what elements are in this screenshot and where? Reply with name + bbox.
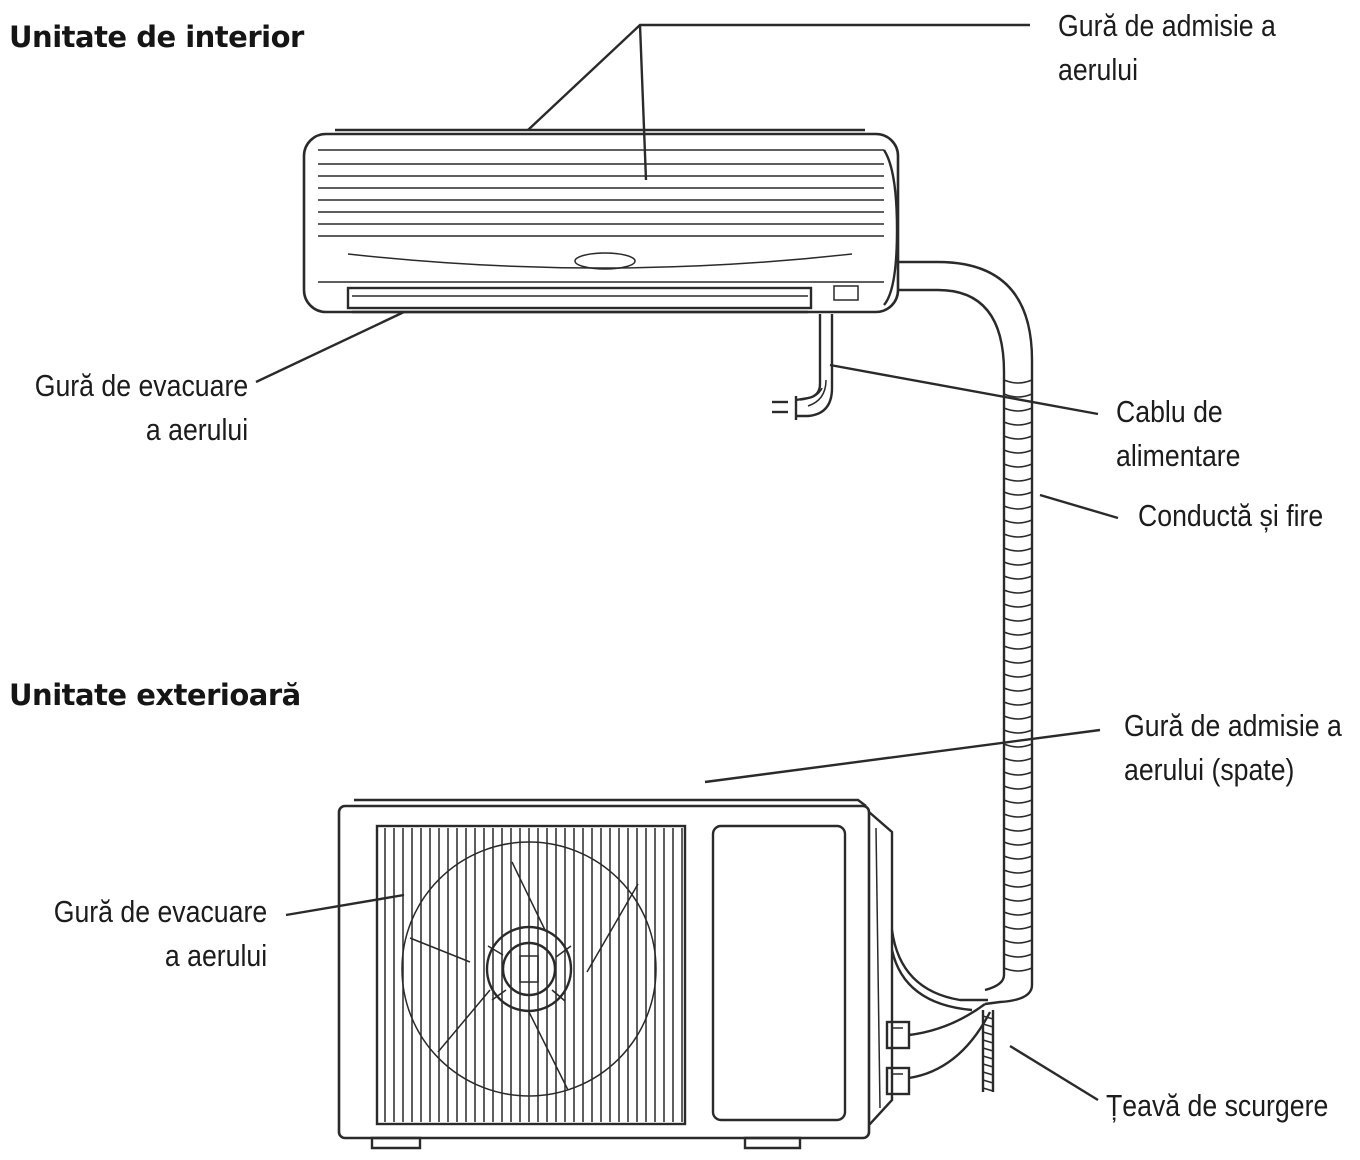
indoor-unit-heading: Unitate de interior [9, 20, 304, 54]
drain-rib [982, 1047, 994, 1052]
fan-icon [401, 841, 657, 1097]
hose-rib [1003, 939, 1033, 944]
leader-lines [255, 23, 1119, 1102]
hose-rib [1003, 407, 1033, 412]
hose-rib [1003, 911, 1033, 916]
power-cable-label: Cablu de alimentare [1116, 394, 1241, 473]
outdoor-unit-heading: Unitate exterioară [9, 678, 301, 712]
indoor-air-outlet-label: Gură de evacuare a aerului [34, 368, 248, 447]
pipe-and-wires-label: Conductă și fire [1138, 498, 1324, 533]
display-window [574, 252, 636, 270]
hose-rib [1003, 883, 1033, 888]
hose-rib [1003, 561, 1033, 566]
hose-rib [1003, 435, 1033, 440]
hose-rib [1003, 589, 1033, 594]
hose-rib [1003, 743, 1033, 748]
drain-rib [982, 1039, 994, 1044]
hose-rib [1003, 505, 1033, 510]
hose-rib [1003, 477, 1033, 482]
hose-rib [1003, 659, 1033, 664]
indoor-unit-illustration [302, 128, 900, 314]
drain-rib [982, 1079, 994, 1084]
drain-pipe-label: Țeavă de scurgere [1106, 1088, 1329, 1123]
hose-rib [1003, 869, 1033, 874]
hose-rib [1003, 533, 1033, 538]
hose-rib [1003, 729, 1033, 734]
service-valves [885, 1020, 911, 1096]
drain-rib [982, 1031, 994, 1036]
drain-rib [982, 1087, 994, 1092]
hose-rib [1003, 925, 1033, 930]
hose-rib [1003, 799, 1033, 804]
drain-rib [982, 1015, 994, 1020]
indoor-grille [318, 163, 884, 237]
plug-icon [772, 314, 834, 420]
hose-rib [1003, 701, 1033, 706]
hose-rib [1003, 771, 1033, 776]
hose-rib [1003, 813, 1033, 818]
drain-rib [982, 1023, 994, 1028]
hose-rib [1003, 855, 1033, 860]
drain-rib [982, 1055, 994, 1060]
hose-rib [1003, 491, 1033, 496]
hose-rib [1003, 827, 1033, 832]
hose-rib [1003, 603, 1033, 608]
hose-rib [1003, 785, 1033, 790]
hose-rib [1003, 463, 1033, 468]
hose-rib [1003, 575, 1033, 580]
hose-rib [1003, 953, 1033, 958]
hose-rib [1003, 715, 1033, 720]
outdoor-air-inlet-label: Gură de admisie a aerului (spate) [1124, 708, 1342, 787]
hose-rib [1003, 673, 1033, 678]
drain-rib [982, 1071, 994, 1076]
hose-rib [1003, 967, 1033, 972]
hose-rib [1003, 631, 1033, 636]
hose-rib [1003, 449, 1033, 454]
outdoor-grille [384, 828, 683, 1122]
hose-rib [1003, 687, 1033, 692]
drain-rib [982, 1063, 994, 1068]
outdoor-unit-illustration [337, 798, 995, 1150]
hose-rib [1003, 379, 1033, 384]
hose-rib [1003, 519, 1033, 524]
hose-rib [1003, 757, 1033, 762]
hose-rib [1003, 841, 1033, 846]
pipe-illustration [898, 260, 1034, 1006]
hose-rib [1003, 547, 1033, 552]
hose-rib [1003, 645, 1033, 650]
outdoor-air-outlet-label: Gură de evacuare a aerului [53, 894, 267, 973]
hose-rib [1003, 897, 1033, 902]
hose-rib [1003, 421, 1033, 426]
hose-rib [1003, 393, 1033, 398]
indoor-air-inlet-label: Gură de admisie a aerului [1058, 8, 1276, 87]
hose-rib [1003, 617, 1033, 622]
